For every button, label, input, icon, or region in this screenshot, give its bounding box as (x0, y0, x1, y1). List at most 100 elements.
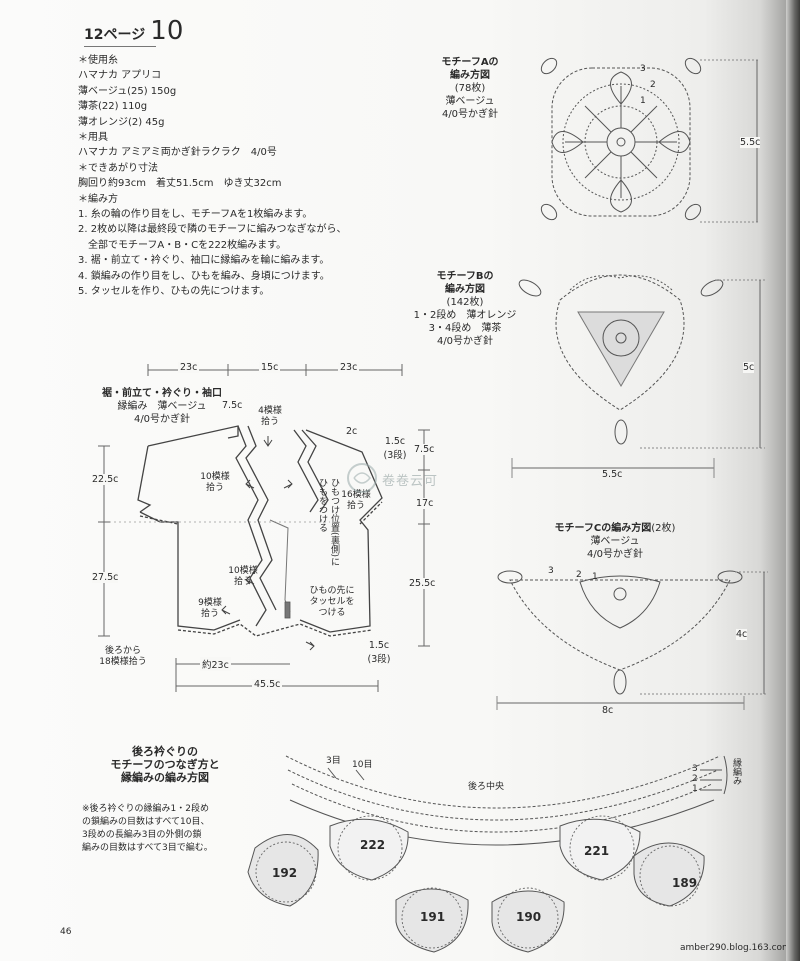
motif-a-count: (78枚) (454, 83, 486, 94)
back-18-count: 18模様拾う (99, 657, 147, 667)
pick-10-lower-label: 10模様 拾う (218, 566, 268, 588)
motif-number: 191 (420, 910, 446, 924)
motif-number: 189 (672, 876, 698, 890)
motif-a-round-2: 2 (650, 80, 656, 90)
collar-note-3: 3段めの長編み3目の外側の鎖 (82, 830, 202, 840)
pick-4-label: 4模様 拾う (250, 406, 290, 428)
materials-line: 3. 裾・前立て・衿ぐり、袖口に縁編みを輪に編みます。 (78, 255, 330, 267)
collar-title-3: 縁編みの編み方図 (121, 771, 209, 784)
collar-note-1: ※後ろ衿ぐりの縁編み1・2段め (82, 804, 209, 814)
materials-line: 薄茶(22) 110g (78, 101, 148, 113)
materials-list: ＊使用糸 ハマナカ アプリコ 薄ベージュ(25) 150g 薄茶(22) 110… (78, 53, 346, 300)
dim-sleeve-rows-value: 1.5c (384, 436, 406, 447)
pick-10-upper-label: 10模様 拾う (190, 472, 240, 494)
motif-c-round-2: 2 (576, 570, 582, 580)
motif-b-width: 5.5c (602, 469, 623, 480)
pick-16-label: 16模様 拾う (336, 490, 376, 512)
motif-a-round-1: 1 (640, 96, 646, 106)
collar-row-3: 3 (692, 764, 698, 774)
motif-b-rows-1-2: 1・2段め 薄オレンジ (413, 310, 517, 321)
motif-b-title-2: 編み方図 (445, 284, 485, 295)
motif-c-width: 8c (602, 705, 614, 716)
materials-line: 薄オレンジ(2) 45g (78, 116, 165, 128)
collar-edge-label: 縁編み (731, 758, 741, 785)
motif-number: 222 (360, 838, 386, 852)
pick-4-count: 4模様 (258, 406, 282, 416)
collar-row-1: 1 (692, 784, 698, 794)
motif-a-caption: モチーフAの 編み方図 (78枚) 薄ベージュ 4/0号かぎ針 (415, 56, 525, 121)
pick-10-upper-action: 拾う (205, 483, 224, 493)
motif-b-caption: モチーフBの 編み方図 (142枚) 1・2段め 薄オレンジ 3・4段め 薄茶 … (400, 270, 530, 348)
header-rule (84, 46, 156, 47)
collar-note-2: の鎖編みの目数はすべて10目、 (82, 817, 210, 827)
tassel-label: ひもの先に タッセルを つける (302, 586, 362, 619)
motif-c-count: (2枚) (651, 523, 676, 534)
motif-b-rows-3-4: 3・4段め 薄茶 (428, 323, 502, 334)
collar-center-back: 後ろ中央 (468, 782, 505, 792)
materials-line: 1. 糸の輪の作り目をし、モチーフAを1枚編みます。 (78, 209, 313, 221)
motif-b-hook: 4/0号かぎ針 (436, 336, 494, 347)
pick-9-label: 9模様 拾う (190, 598, 230, 620)
collar-title-1: 後ろ衿ぐりの (132, 745, 198, 758)
dim-top-mid: 15c (259, 362, 281, 373)
pick-10-upper-count: 10模様 (200, 472, 230, 482)
collar-caption: 後ろ衿ぐりの モチーフのつなぎ方と 縁編みの編み方図 (80, 745, 250, 784)
watermark-logo (347, 463, 377, 493)
dim-width: 45.5c (252, 679, 283, 690)
materials-line: ＊使用糸 (78, 55, 118, 66)
motif-a-color: 薄ベージュ (445, 96, 495, 107)
motif-a-round-3: 3 (640, 64, 646, 74)
motif-c-round-3: 3 (548, 566, 554, 576)
back-18-label: 後ろから 18模様拾う (88, 646, 158, 668)
materials-line: 胸回り約93cm 着丈51.5cm ゆき丈32cm (78, 178, 282, 190)
collar-title-2: モチーフのつなぎ方と (110, 758, 220, 771)
tassel-line-2: タッセルを (309, 597, 355, 607)
dim-hem-rows-count: (3段) (367, 654, 391, 665)
collar-10me-label: 10目 (352, 760, 373, 770)
page-header: 12ページ 10 (84, 16, 183, 46)
materials-line: ハマナカ アミアミ両かぎ針ラクラク 4/0号 (78, 147, 277, 159)
motif-c-title: モチーフCの編み方図 (554, 523, 652, 534)
dim-hem-rows-value: 1.5c (368, 640, 390, 651)
materials-line: ＊用具 (78, 132, 108, 144)
motif-number: 190 (516, 910, 542, 924)
collar-note: ※後ろ衿ぐりの縁編み1・2段め の鎖編みの目数はすべて10目、 3段めの長編み3… (82, 803, 213, 855)
dim-sleeve-rows-count: (3段) (383, 450, 407, 461)
pick-10-lower-count: 10模様 (228, 566, 258, 576)
motif-c-hook: 4/0号かぎ針 (586, 549, 644, 560)
dim-neck: 2c (346, 426, 358, 437)
materials-line: 4. 鎖編みの作り目をし、ひもを編み、身頃につけます。 (78, 270, 330, 282)
materials-line: ＊編み方 (78, 193, 118, 205)
motif-c-caption: モチーフCの編み方図(2枚) 薄ベージュ 4/0号かぎ針 (525, 522, 705, 561)
motif-c-height: 4c (736, 629, 748, 640)
dim-top-left: 23c (178, 362, 200, 373)
pick-4-action: 拾う (260, 417, 279, 427)
collar-note-4: 編みの目数はすべて3目で編む。 (82, 843, 213, 853)
materials-line: 薄ベージュ(25) 150g (78, 85, 177, 97)
motif-a-title: モチーフAの (441, 57, 499, 68)
back-18-from: 後ろから (104, 646, 141, 656)
materials-line: ＊できあがり寸法 (78, 162, 158, 174)
motif-b-count: (142枚) (446, 297, 484, 308)
dim-hem-half: 約23c (200, 657, 231, 671)
collar-row-2: 2 (692, 774, 698, 784)
body-caption: 裾・前立て・衿ぐり・袖口 縁編み 薄ベージュ 4/0号かぎ針 (82, 387, 242, 426)
tassel-line-1: ひもの先に (309, 586, 355, 596)
collar-3me-label: 3目 (326, 756, 341, 766)
materials-line: 全部でモチーフA・B・Cを222枚編みます。 (78, 239, 287, 251)
body-stitch: 縁編み 薄ベージュ (117, 401, 207, 412)
tie-position-line-1: ひもつけ位置(裏側)に (329, 478, 339, 567)
motif-a-size: 5.5c (740, 137, 761, 148)
pick-9-count: 9模様 (198, 598, 222, 608)
pick-16-count: 16模様 (341, 490, 371, 500)
motif-a-title-2: 編み方図 (450, 70, 490, 81)
tie-position-label: ひもつけ位置(裏側)に ひもをつける (316, 478, 340, 566)
materials-line: ハマナカ アプリコ (78, 70, 162, 82)
motif-c-color: 薄ベージュ (590, 536, 640, 547)
motif-b-height: 5c (743, 362, 755, 373)
motif-number: 192 (272, 866, 298, 880)
materials-line: 2. 2枚め以降は最終段で隣のモチーフに編みつなぎながら、 (78, 224, 347, 236)
materials-line: 5. タッセルを作り、ひもの先につけます。 (78, 286, 270, 298)
motif-b-title: モチーフBの (436, 271, 494, 282)
